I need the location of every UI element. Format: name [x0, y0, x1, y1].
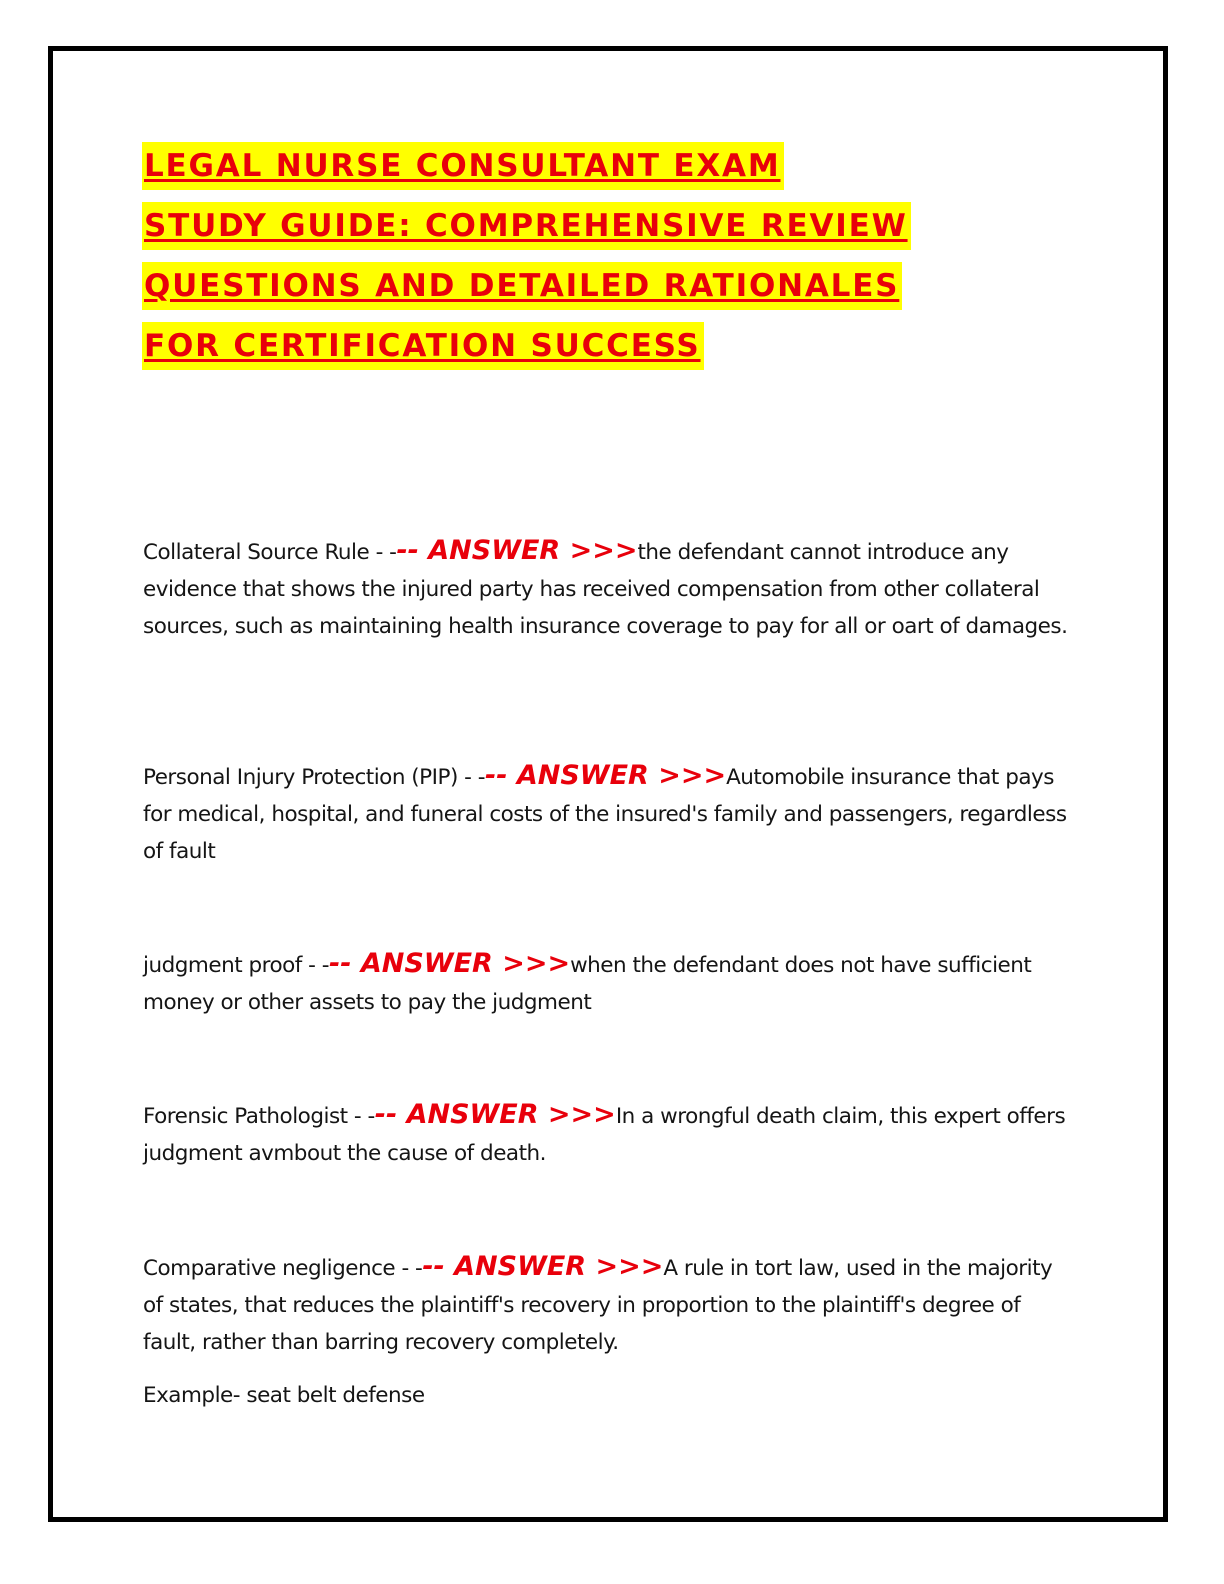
qa-entry-judgment-proof: judgment proof - --- ANSWER >>>when the …: [143, 945, 1073, 1021]
entry-definition: A rule in tort law, used in the majority…: [143, 1256, 1053, 1355]
entry-definition: the defendant cannot introduce any evide…: [143, 540, 1068, 639]
document-title: LEGAL NURSE CONSULTANT EXAM STUDY GUIDE:…: [142, 142, 1082, 382]
answer-marker: -- ANSWER >>>: [396, 535, 638, 566]
qa-entry-comparative-negligence: Comparative negligence - --- ANSWER >>>A…: [143, 1248, 1073, 1361]
qa-entry-personal-injury-protection: Personal Injury Protection (PIP) - --- A…: [143, 757, 1073, 870]
title-line: STUDY GUIDE: COMPREHENSIVE REVIEW: [142, 202, 1082, 262]
entry-example-note: Example- seat belt defense: [143, 1383, 425, 1408]
answer-marker: -- ANSWER >>>: [329, 948, 571, 979]
qa-entry-forensic-pathologist: Forensic Pathologist - --- ANSWER >>>In …: [143, 1096, 1073, 1172]
answer-marker: -- ANSWER >>>: [485, 760, 727, 791]
entry-term: Comparative negligence - -: [143, 1256, 423, 1281]
title-line: FOR CERTIFICATION SUCCESS: [142, 322, 1082, 382]
entry-definition: when the defendant does not have suffici…: [143, 953, 1032, 1015]
qa-entry-collateral-source-rule: Collateral Source Rule - --- ANSWER >>>t…: [143, 532, 1073, 645]
entry-definition: Automobile insurance that pays for medic…: [143, 765, 1067, 864]
entry-term: judgment proof - -: [143, 953, 330, 978]
entry-term: Personal Injury Protection (PIP) - -: [143, 765, 486, 790]
answer-marker: -- ANSWER >>>: [422, 1251, 664, 1282]
entry-term: Collateral Source Rule - -: [143, 540, 397, 565]
page-border: [48, 46, 1168, 1522]
entry-term: Forensic Pathologist - -: [143, 1104, 375, 1129]
title-line: QUESTIONS AND DETAILED RATIONALES: [142, 262, 1082, 322]
title-line: LEGAL NURSE CONSULTANT EXAM: [142, 142, 1082, 202]
entry-definition: In a wrongful death claim, this expert o…: [143, 1104, 1066, 1166]
answer-marker: -- ANSWER >>>: [374, 1099, 616, 1130]
